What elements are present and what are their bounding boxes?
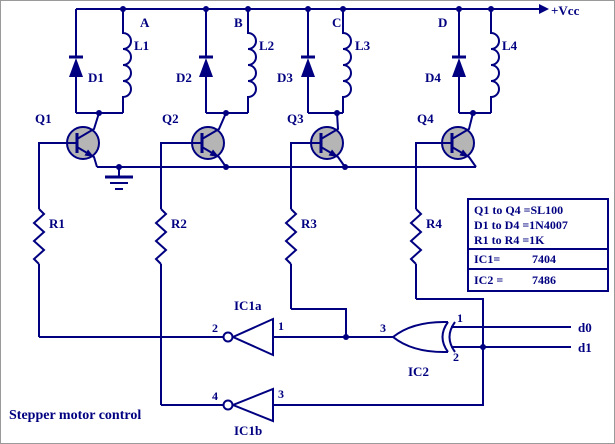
phase-d-label: D <box>438 15 447 30</box>
l3-label: L3 <box>355 38 371 53</box>
ic1a-pin-right-label: 1 <box>278 319 284 333</box>
ic2-label: IC2 <box>408 364 429 379</box>
l4-label: L4 <box>502 38 518 53</box>
resistor-r3 <box>284 208 298 265</box>
diode-d2 <box>199 9 213 113</box>
info-row-ic2-value: 7486 <box>532 273 556 287</box>
emitter-junction-dots <box>116 164 348 170</box>
info-row-ic2-label: IC2 = <box>474 273 503 287</box>
diode-d4 <box>452 9 466 113</box>
vcc-arrow-icon <box>539 4 549 14</box>
inverter-ic1a <box>222 317 274 357</box>
info-row-resistors: R1 to R4 =1K <box>474 233 545 247</box>
info-row-ic1-label: IC1= <box>474 252 500 266</box>
ic1a-pin-left-label: 2 <box>212 321 218 335</box>
d4-label: D4 <box>425 70 441 85</box>
schematic-caption: Stepper motor control <box>9 408 141 423</box>
l2-label: L2 <box>259 38 274 53</box>
ic2-pin-in2-label: 2 <box>453 350 459 364</box>
resistor-lower-stubs <box>38 264 417 405</box>
info-box: Q1 to Q4 =SL100 D1 to D4 =1N4007 R1 to R… <box>467 198 609 292</box>
q1-label: Q1 <box>35 111 52 126</box>
ic1a-label: IC1a <box>234 298 262 313</box>
inductor-l3 <box>342 9 352 113</box>
xor-gate-ic2 <box>392 320 456 354</box>
resistor-r4 <box>409 208 423 265</box>
q4-label: Q4 <box>417 111 434 126</box>
l1-label: L1 <box>134 38 149 53</box>
diode-d3 <box>301 9 315 113</box>
input-d0-label: d0 <box>578 320 592 335</box>
inductor-l1 <box>122 9 132 113</box>
ground-symbol <box>105 167 133 190</box>
diode-d1 <box>69 9 83 113</box>
r1-label: R1 <box>49 216 65 231</box>
vcc-label: +Vcc <box>551 3 580 18</box>
ic1b-pin-left-label: 4 <box>212 389 218 403</box>
d3-label: D3 <box>277 70 293 85</box>
transistor-q4 <box>441 112 477 168</box>
base-wires <box>38 142 452 209</box>
phase-a-label: A <box>140 15 150 30</box>
transistor-q1 <box>66 112 100 168</box>
ic2-pin-out-label: 3 <box>380 321 386 335</box>
transistor-q3 <box>310 112 346 168</box>
inverter-ic1b <box>222 387 274 423</box>
r4-label: R4 <box>426 216 442 231</box>
resistor-r2 <box>154 208 168 265</box>
d2-label: D2 <box>176 70 192 85</box>
r2-label: R2 <box>171 216 187 231</box>
phase-b-label: B <box>234 15 243 30</box>
q2-label: Q2 <box>162 111 179 126</box>
logic-wires <box>39 298 571 406</box>
info-row-transistors: Q1 to Q4 =SL100 <box>474 203 563 217</box>
transistor-q2 <box>191 112 227 168</box>
input-d1-label: d1 <box>578 340 592 355</box>
info-row-diodes: D1 to D4 =1N4007 <box>474 218 568 232</box>
ic2-pin-in1-label: 1 <box>457 311 463 325</box>
ic1b-pin-right-label: 3 <box>278 387 284 401</box>
resistor-r1 <box>32 208 46 265</box>
inductor-l4 <box>490 9 500 113</box>
r3-label: R3 <box>301 216 317 231</box>
info-row-ic1-value: 7404 <box>532 252 556 266</box>
ic1b-label: IC1b <box>234 423 262 438</box>
inductor-l2 <box>247 9 257 113</box>
d1-label: D1 <box>88 70 104 85</box>
phase-c-label: C <box>332 15 341 30</box>
q3-label: Q3 <box>287 111 304 126</box>
